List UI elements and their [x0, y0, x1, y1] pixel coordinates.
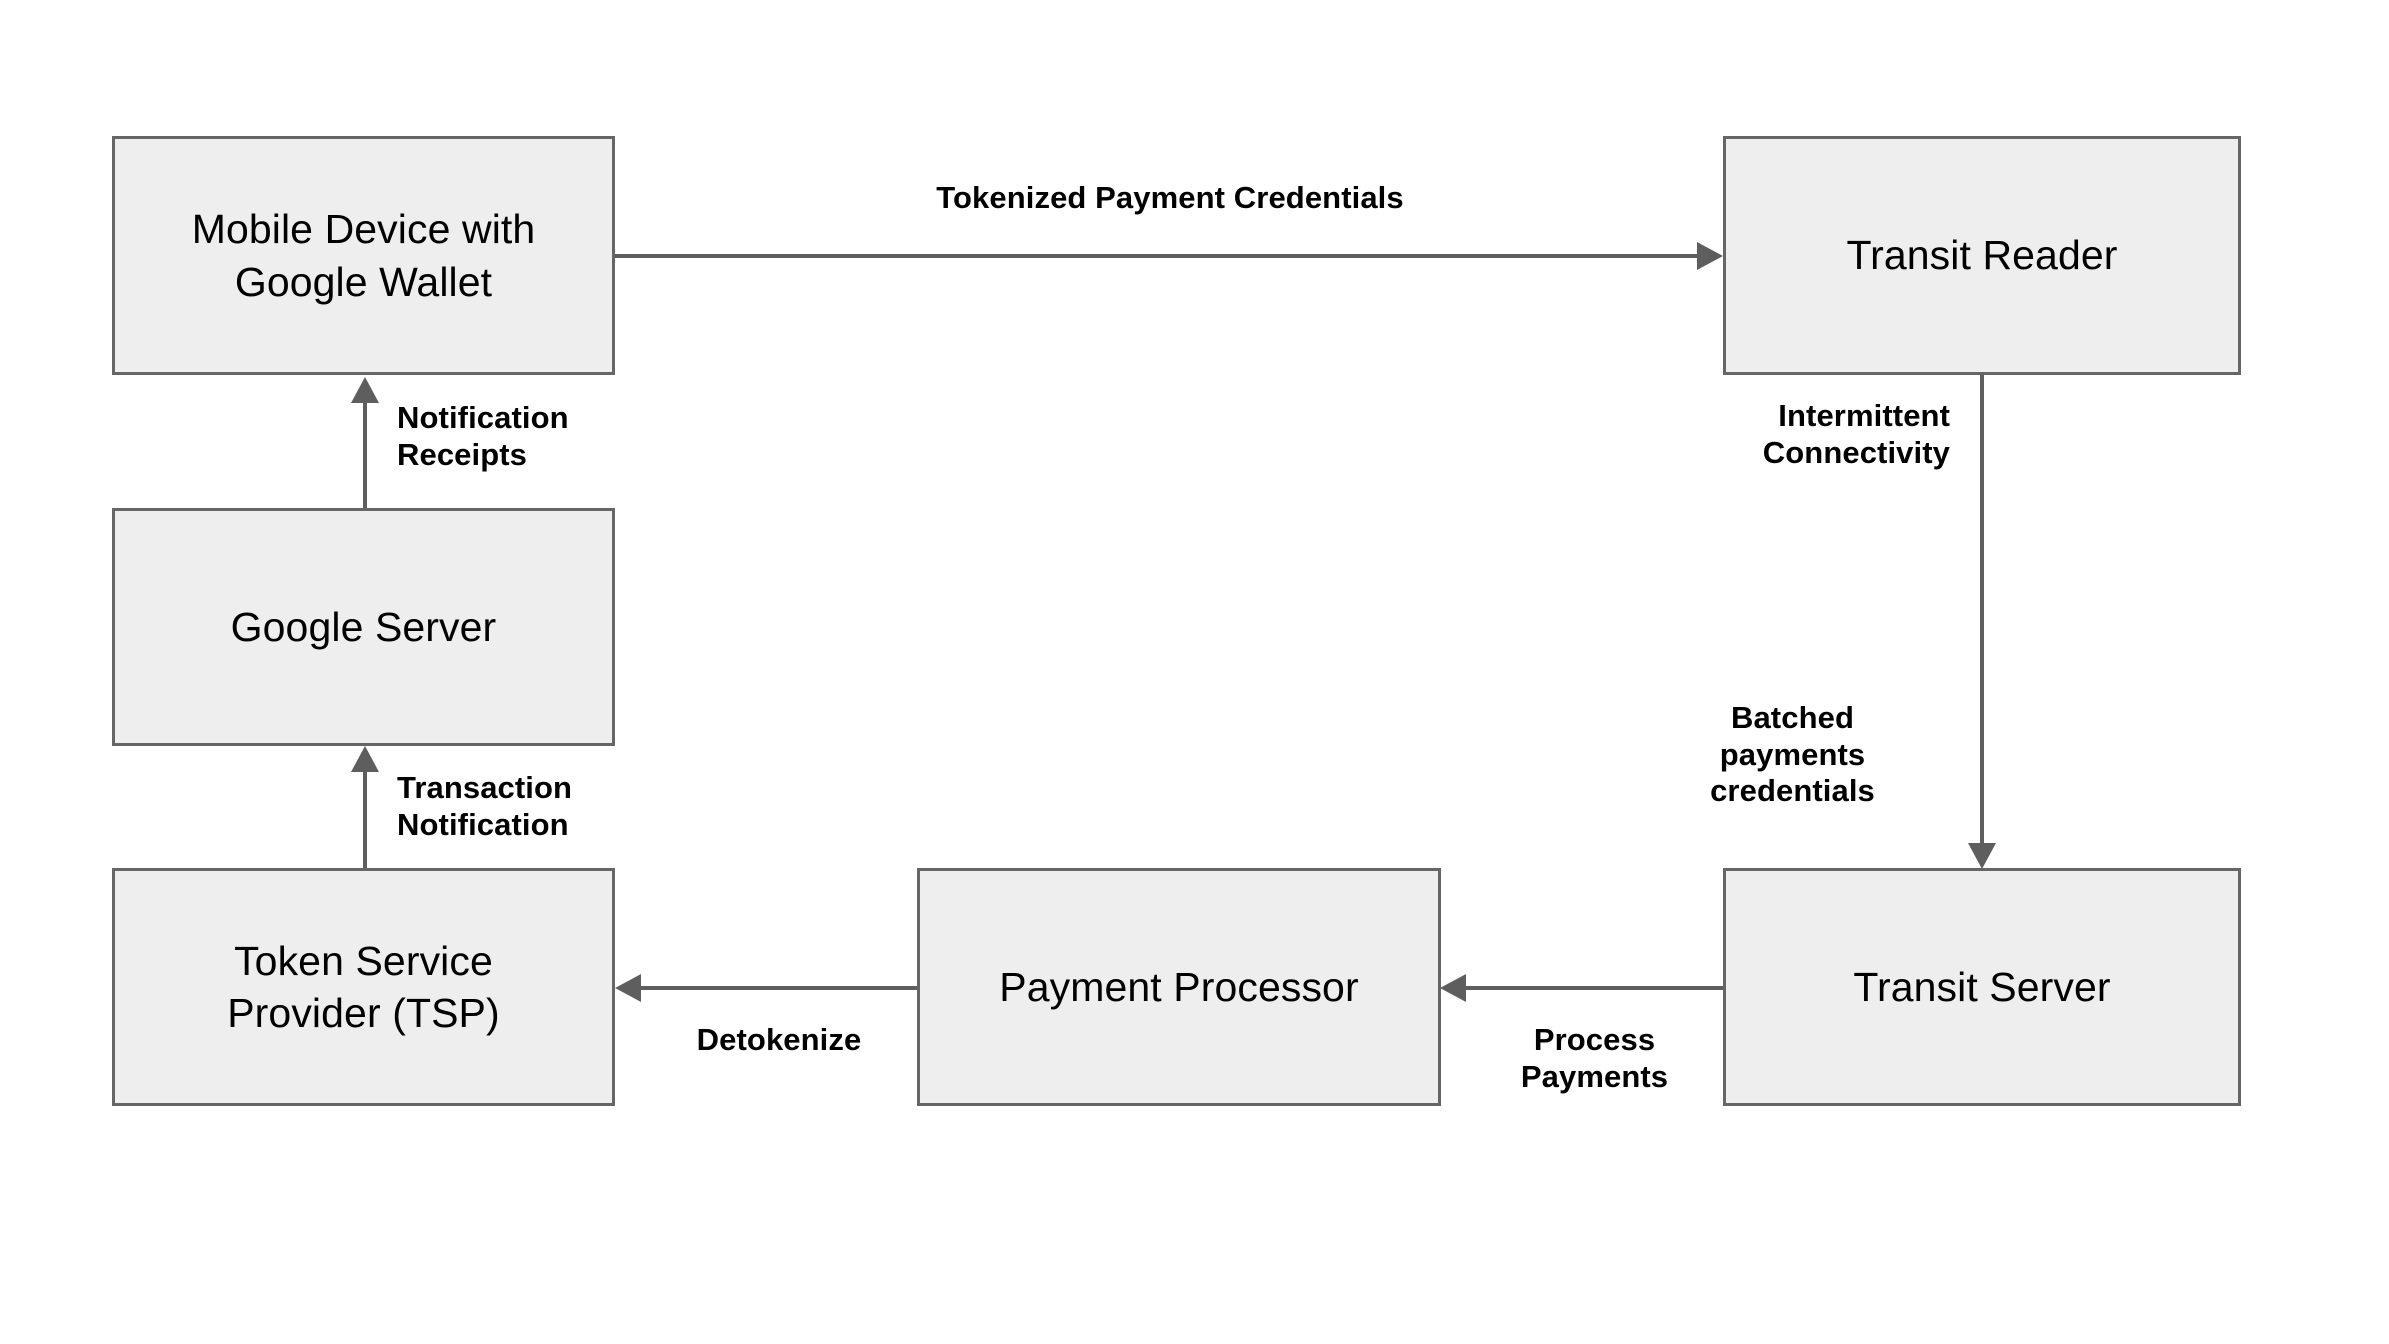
node-mobile-device-label: Mobile Device with Google Wallet — [191, 206, 536, 305]
node-transit-reader[interactable]: Transit Reader — [1723, 136, 2241, 375]
node-payment-processor-label: Payment Processor — [999, 963, 1359, 1010]
edge-processor-to-tsp-arrowhead — [615, 974, 641, 1002]
edge-tsp-to-google-label: Transaction Notification — [397, 770, 573, 842]
edge-processor-to-tsp-line — [641, 986, 917, 990]
edge-mobile-to-reader-label: Tokenized Payment Credentials — [936, 180, 1404, 215]
node-mobile-device[interactable]: Mobile Device with Google Wallet — [112, 136, 615, 375]
edge-transit-to-processor-line — [1466, 986, 1723, 990]
node-transit-reader-label: Transit Reader — [1846, 232, 2118, 279]
edge-mobile-to-reader-line — [615, 254, 1699, 258]
edge-transit-to-processor-label: Process Payments — [1520, 1022, 1669, 1094]
node-google-server-label: Google Server — [230, 603, 497, 650]
edge-google-to-mobile-label: Notification Receipts — [397, 400, 569, 472]
node-google-server[interactable]: Google Server — [112, 508, 615, 746]
edge-reader-to-server-arrowhead — [1968, 843, 1996, 869]
node-token-service-provider-label: Token Service Provider (TSP) — [227, 937, 500, 1036]
edge-processor-to-tsp-label: Detokenize — [696, 1022, 862, 1057]
edge-reader-to-server-connectivity-label: Intermittent Connectivity — [1762, 398, 1950, 470]
edge-tsp-to-google-arrowhead — [351, 746, 379, 772]
edge-tsp-to-google-line — [363, 772, 367, 868]
node-token-service-provider[interactable]: Token Service Provider (TSP) — [112, 868, 615, 1106]
edge-mobile-to-reader-arrowhead — [1697, 242, 1723, 270]
node-transit-server-label: Transit Server — [1853, 963, 2111, 1010]
edge-transit-to-processor-arrowhead — [1440, 974, 1466, 1002]
node-payment-processor[interactable]: Payment Processor — [917, 868, 1441, 1106]
node-transit-server[interactable]: Transit Server — [1723, 868, 2241, 1106]
edge-reader-to-server-line — [1980, 375, 1984, 859]
edge-reader-to-server-batched-label: Batched payments credentials — [1710, 700, 1875, 809]
edge-google-to-mobile-arrowhead — [351, 377, 379, 403]
edge-google-to-mobile-line — [363, 403, 367, 508]
